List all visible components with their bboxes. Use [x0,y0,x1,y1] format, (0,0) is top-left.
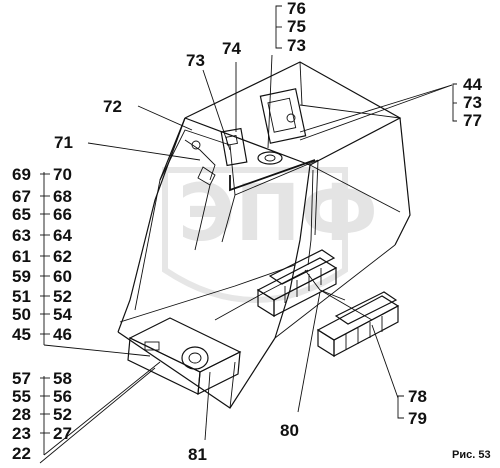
callout-68: 68 [53,187,72,206]
callout-58: 58 [53,369,72,388]
front-console [127,317,242,396]
callout-73-right: 73 [463,93,482,112]
callout-73: 73 [186,51,205,70]
callout-23: 23 [12,424,31,443]
callout-72: 72 [103,97,122,116]
callout-80: 80 [280,421,299,440]
callout-79: 79 [408,409,427,428]
relay-blocks-front [256,249,338,318]
callout-66: 66 [53,205,72,224]
callout-labels: 76 75 73 74 73 72 71 44 73 77 69 70 67 6… [12,0,491,464]
callout-63: 63 [12,226,31,245]
callout-56: 56 [53,387,72,406]
relay-blocks-rear [316,291,400,358]
callout-64: 64 [53,226,72,245]
callout-70: 70 [53,165,72,184]
callout-54: 54 [53,305,72,324]
callout-77: 77 [463,111,482,130]
callout-61: 61 [12,247,31,266]
callout-28: 28 [12,405,31,424]
callout-71: 71 [54,133,73,152]
callout-44: 44 [463,75,482,94]
callout-55: 55 [12,387,31,406]
callout-59: 59 [12,267,31,286]
callout-52: 52 [53,287,72,306]
callout-45: 45 [12,325,31,344]
callout-60: 60 [53,267,72,286]
callout-62: 62 [53,247,72,266]
callout-65: 65 [12,205,31,224]
callout-74: 74 [222,39,241,58]
callout-52-lower: 52 [53,405,72,424]
callout-76: 76 [287,0,306,18]
leader-lines [39,54,453,464]
callout-81: 81 [188,445,207,464]
figure-caption: Рис. 53 [452,449,491,461]
callout-22: 22 [12,444,31,463]
callout-78: 78 [408,387,427,406]
callout-51: 51 [12,287,31,306]
callout-50: 50 [12,305,31,324]
callout-27: 27 [53,424,72,443]
callout-57: 57 [12,369,31,388]
watermark: ЭПФ [162,167,378,303]
callout-67: 67 [12,187,31,206]
callout-73-top: 73 [287,36,306,55]
callout-46: 46 [53,325,72,344]
watermark-text: ЭПФ [178,169,378,259]
cab-body [117,61,411,409]
callout-75: 75 [287,17,306,36]
callout-69: 69 [12,165,31,184]
ceiling-units [184,88,307,251]
